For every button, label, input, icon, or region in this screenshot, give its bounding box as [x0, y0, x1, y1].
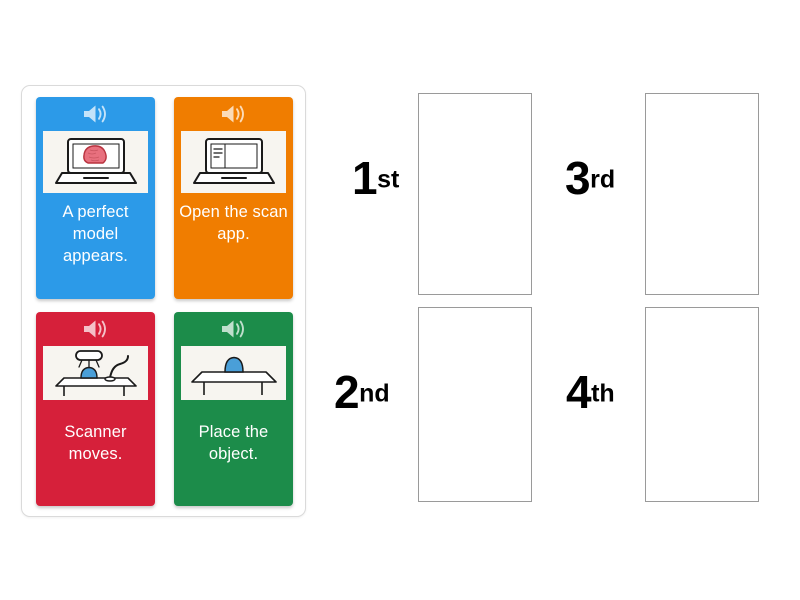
draggable-card-a-perfect-model-appears[interactable]: A perfect model appears. — [36, 97, 155, 299]
drop-zone-4[interactable] — [645, 307, 759, 502]
speaker-icon-wrap[interactable] — [174, 312, 293, 346]
card-illustration-object-on-table — [181, 346, 286, 400]
slot-label-2: 2nd — [334, 369, 390, 415]
laptop-with-app-window-icon — [192, 138, 275, 184]
card-illustration-laptop-with-app-window — [181, 131, 286, 193]
card-illustration-scanner-arm-over-table — [43, 346, 148, 400]
drop-zone-3[interactable] — [645, 93, 759, 295]
draggable-card-place-the-object[interactable]: Place the object. — [174, 312, 293, 506]
slot-label-3: 3rd — [565, 155, 615, 201]
slot-number: 2 — [334, 366, 360, 418]
slot-suffix: nd — [359, 379, 390, 408]
slot-suffix: th — [591, 379, 615, 408]
speaker-icon[interactable] — [219, 102, 249, 126]
card-label: Scanner moves. — [64, 423, 127, 463]
object-on-table-icon — [190, 356, 277, 395]
slot-label-4: 4th — [566, 369, 615, 415]
card-label: Place the object. — [198, 423, 269, 463]
slot-suffix: rd — [590, 165, 616, 194]
speaker-icon-wrap[interactable] — [174, 97, 293, 131]
card-label: A perfect model appears. — [62, 203, 129, 265]
card-tray: A perfect model appears. — [21, 85, 306, 517]
slot-number: 4 — [566, 366, 592, 418]
speaker-icon[interactable] — [219, 317, 249, 341]
scanner-arm-over-table-icon — [54, 350, 137, 396]
slot-number: 3 — [565, 152, 591, 204]
card-label: Open the scan app. — [179, 203, 288, 243]
laptop-with-3d-model-icon — [54, 138, 137, 184]
draggable-card-scanner-moves[interactable]: Scanner moves. — [36, 312, 155, 506]
speaker-icon[interactable] — [81, 317, 111, 341]
slot-label-1: 1st — [352, 155, 399, 201]
speaker-icon[interactable] — [81, 102, 111, 126]
draggable-card-open-the-scan-app[interactable]: Open the scan app. — [174, 97, 293, 299]
drop-zone-2[interactable] — [418, 307, 532, 502]
drop-zone-1[interactable] — [418, 93, 532, 295]
slot-suffix: st — [377, 165, 400, 194]
speaker-icon-wrap[interactable] — [36, 97, 155, 131]
speaker-icon-wrap[interactable] — [36, 312, 155, 346]
card-grid: A perfect model appears. — [36, 97, 293, 507]
slot-number: 1 — [352, 152, 378, 204]
card-illustration-laptop-with-3d-model — [43, 131, 148, 193]
